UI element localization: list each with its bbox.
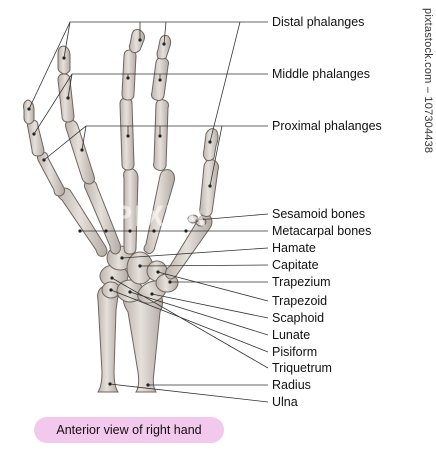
label-middle-phalanges: Middle phalanges: [272, 67, 370, 81]
label-hamate: Hamate: [272, 241, 316, 255]
watermark-overlay: PIXTA: [112, 200, 209, 233]
label-triquetrum: Triquetrum: [272, 361, 332, 375]
leader-endpoints: [78, 218, 199, 387]
label-sesamoid-bones: Sesamoid bones: [272, 207, 366, 221]
label-ulna: Ulna: [272, 395, 298, 409]
label-proximal-phalanges: Proximal phalanges: [272, 119, 382, 133]
middle-phalanx-4: [57, 73, 75, 123]
proximal-phalanx-4: [65, 119, 95, 185]
caption-badge: Anterior view of right hand: [34, 417, 224, 443]
distal-phalanx-3: [128, 29, 145, 54]
leader-lines: [28, 21, 269, 403]
proximal-phalanx-3: [119, 97, 135, 171]
middle-phalanx-3: [121, 49, 137, 101]
label-capitate: Capitate: [272, 258, 319, 272]
ulna-bone: [97, 285, 119, 393]
distal-phalanx-2: [156, 35, 172, 60]
radius-bone: [122, 286, 164, 393]
label-radius: Radius: [272, 378, 311, 392]
stock-watermark: pixtastock.com – 107304438: [422, 8, 434, 154]
distal-phalanx-5: [23, 99, 35, 125]
label-pisiform: Pisiform: [272, 345, 318, 359]
label-metacarpal-bones: Metacarpal bones: [272, 224, 372, 238]
label-distal-phalanges: Distal phalanges: [272, 15, 365, 29]
label-lunate: Lunate: [272, 328, 311, 342]
joint-markers: [27, 38, 212, 188]
label-scaphoid: Scaphoid: [272, 311, 325, 325]
label-trapezium: Trapezium: [272, 275, 331, 289]
middle-phalanx-5: [27, 119, 45, 157]
proximal-phalanx-5: [37, 151, 65, 197]
label-trapezoid: Trapezoid: [272, 294, 328, 308]
metacarpal-2: [143, 169, 175, 255]
distal-phalanx-4: [57, 45, 71, 75]
caption-text: Anterior view of right hand: [56, 423, 202, 437]
